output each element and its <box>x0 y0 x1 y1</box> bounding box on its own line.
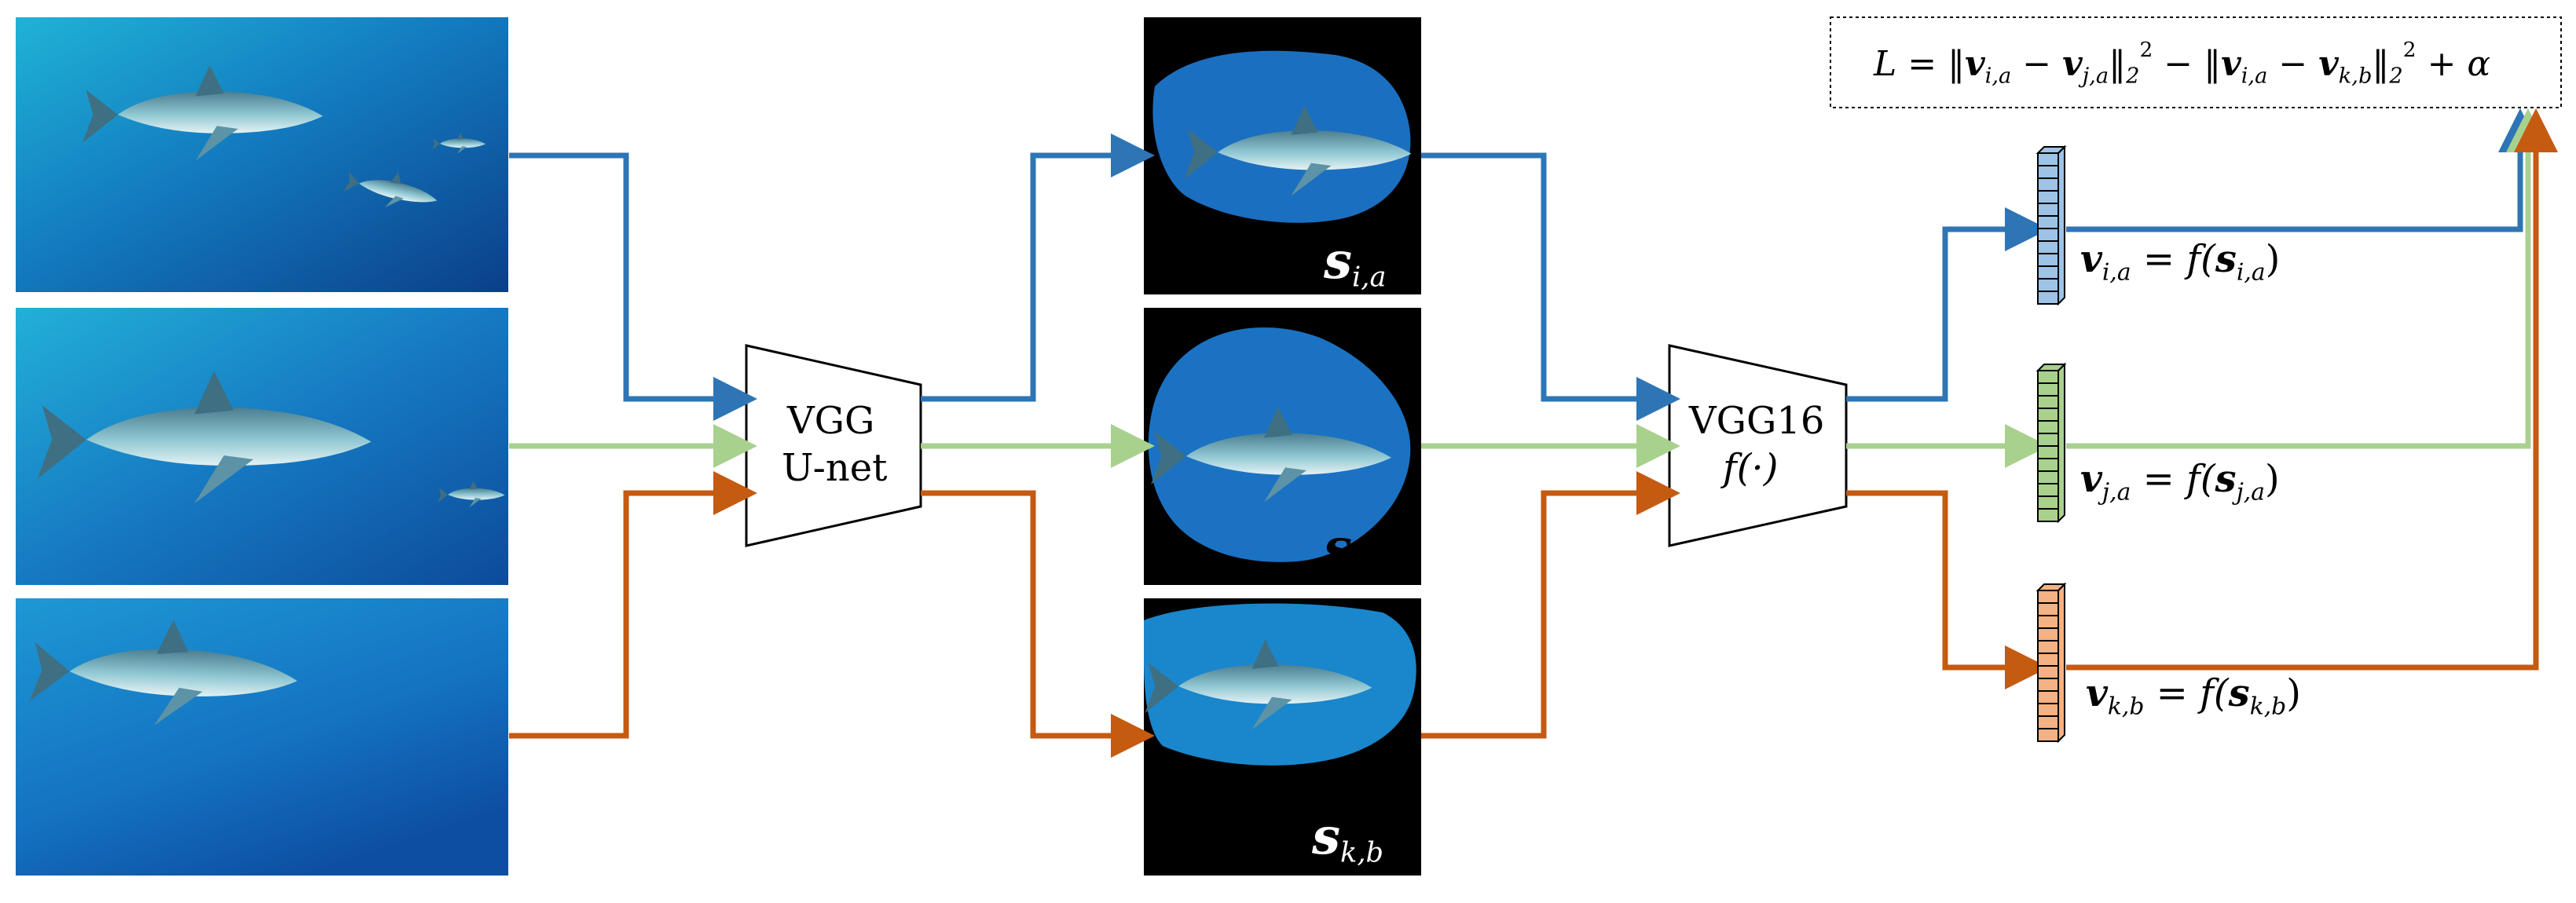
arrow-vec1-to-loss <box>2066 108 2542 232</box>
vector-cell <box>2037 177 2059 192</box>
arrow-vgg16-to-vec1 <box>1846 207 2049 402</box>
vector-cell <box>2037 240 2059 254</box>
vector-cell <box>2037 653 2059 667</box>
embedding-vector-1 <box>2036 144 2067 306</box>
vector-cell <box>2037 215 2059 229</box>
embedding-vector-3 <box>2036 582 2067 744</box>
vector-cell <box>2037 253 2059 267</box>
embedding-equation-1: vi,a = f(si,a) <box>2080 237 2281 287</box>
arrow-seg1-to-vgg16 <box>1421 152 1680 421</box>
vector-cell <box>2037 508 2059 522</box>
vector-cell <box>2037 703 2059 717</box>
vector-cell <box>2037 420 2059 434</box>
loss-formula: L = ‖vi,a − vj,a‖22 − ‖vi,a − vk,b‖22 + … <box>1874 38 2491 89</box>
embedding-vector-2 <box>2036 362 2067 524</box>
vector-cell <box>2037 458 2059 472</box>
vector-cell <box>2037 190 2059 204</box>
vector-cell <box>2037 408 2059 422</box>
vector-cell <box>2037 627 2059 642</box>
arrow-input1-to-unet <box>509 152 757 421</box>
vgg16-label-line2: f(·) <box>1723 446 1779 490</box>
arrow-seg3-to-vgg16 <box>1421 471 1680 739</box>
vector-cell <box>2037 640 2059 654</box>
vector-cell <box>2037 203 2059 217</box>
vector-cell <box>2037 590 2059 604</box>
vector-cell <box>2037 615 2059 629</box>
vector-cell <box>2037 715 2059 729</box>
vector-cell <box>2037 470 2059 484</box>
vector-cell <box>2037 152 2059 166</box>
vector-side-face <box>2058 144 2065 306</box>
vector-cell <box>2037 602 2059 616</box>
vector-cell <box>2037 291 2059 305</box>
vector-cell <box>2037 278 2059 292</box>
input-photo-2 <box>16 308 508 585</box>
arrow-vec2-to-loss <box>2066 108 2550 449</box>
vgg16-label-line1: VGG16 <box>1689 399 1825 443</box>
vector-cell <box>2037 678 2059 692</box>
vector-cell <box>2037 690 2059 704</box>
unet-label-line2: U-net <box>782 446 888 490</box>
vector-cell <box>2037 728 2059 742</box>
loss-box <box>1830 16 2562 108</box>
input-photo-3 <box>16 598 508 876</box>
segmented-image-3 <box>1144 598 1421 876</box>
vector-cell <box>2037 265 2059 280</box>
embedding-equation-3: vk,b = f(sk,b) <box>2086 671 2301 721</box>
vector-side-face <box>2058 362 2065 524</box>
unet-label-line1: VGG <box>787 399 875 443</box>
vector-cell <box>2037 665 2059 679</box>
input-photo-1 <box>16 17 508 292</box>
arrow-unet-to-seg3 <box>921 490 1155 758</box>
segment-label-3: sk,b <box>1312 807 1384 869</box>
arrow-vec3-to-loss <box>2066 108 2558 671</box>
arrow-vgg16-to-vec3 <box>1846 490 2049 689</box>
segmented-image-2 <box>1144 308 1421 585</box>
vector-cell <box>2037 370 2059 384</box>
vector-side-face <box>2058 582 2065 744</box>
segment-label-1: si,a <box>1324 232 1387 294</box>
arrow-input3-to-unet <box>509 471 757 739</box>
vector-cell <box>2037 395 2059 409</box>
vector-cell <box>2037 483 2059 497</box>
vector-cell <box>2037 228 2059 242</box>
vector-cell <box>2037 445 2059 459</box>
vector-cell <box>2037 495 2059 510</box>
vector-cell <box>2037 433 2059 447</box>
segment-label-2: sj,a <box>1324 518 1387 580</box>
segmented-image-1 <box>1144 17 1421 294</box>
vector-cell <box>2037 165 2059 179</box>
vector-cell <box>2037 382 2059 397</box>
arrow-unet-to-seg1 <box>921 133 1155 402</box>
embedding-equation-2: vj,a = f(sj,a) <box>2080 457 2280 506</box>
